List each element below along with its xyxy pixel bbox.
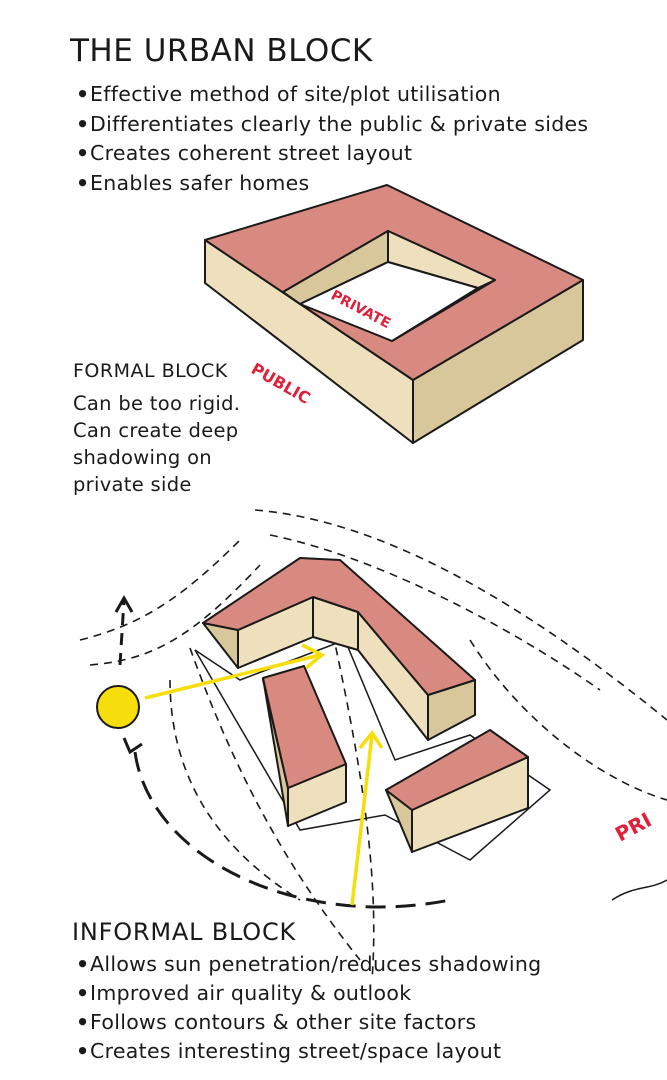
list-item: Improved air quality & outlook — [76, 979, 541, 1008]
note-line: shadowing on — [73, 446, 212, 469]
list-item: Allows sun penetration/reduces shadowing — [76, 950, 541, 979]
informal-block-points: Allows sun penetration/reduces shadowing… — [76, 950, 541, 1066]
note-line: Can create deep — [73, 419, 239, 442]
page-title: THE URBAN BLOCK — [70, 33, 373, 69]
formal-block-drawing — [204, 184, 584, 444]
edge-stroke — [611, 879, 667, 901]
informal-site-lines — [79, 509, 667, 981]
note-line: Can be too rigid. — [73, 392, 241, 415]
informal-block-title: INFORMAL BLOCK — [72, 918, 297, 946]
edge-private-label: PRI — [611, 808, 655, 847]
list-item: Differentiates clearly the public & priv… — [76, 110, 588, 140]
formal-block-title: FORMAL BLOCK — [73, 360, 228, 382]
sun-path-arc — [133, 751, 451, 909]
sun-icon — [96, 685, 140, 729]
formal-block-notes: Can be too rigid. Can create deep shadow… — [73, 390, 240, 498]
list-item: Follows contours & other site factors — [76, 1008, 541, 1037]
list-item: Enables safer homes — [76, 169, 588, 199]
sun-rays — [144, 643, 384, 906]
public-label: PUBLIC — [248, 359, 314, 408]
note-line: private side — [73, 473, 192, 496]
north-arrow — [114, 594, 143, 755]
list-item: Creates coherent street layout — [76, 139, 588, 169]
urban-block-points: Effective method of site/plot utilisatio… — [76, 80, 588, 198]
informal-buildings — [202, 557, 529, 853]
list-item: Effective method of site/plot utilisatio… — [76, 80, 588, 110]
list-item: Creates interesting street/space layout — [76, 1037, 541, 1066]
